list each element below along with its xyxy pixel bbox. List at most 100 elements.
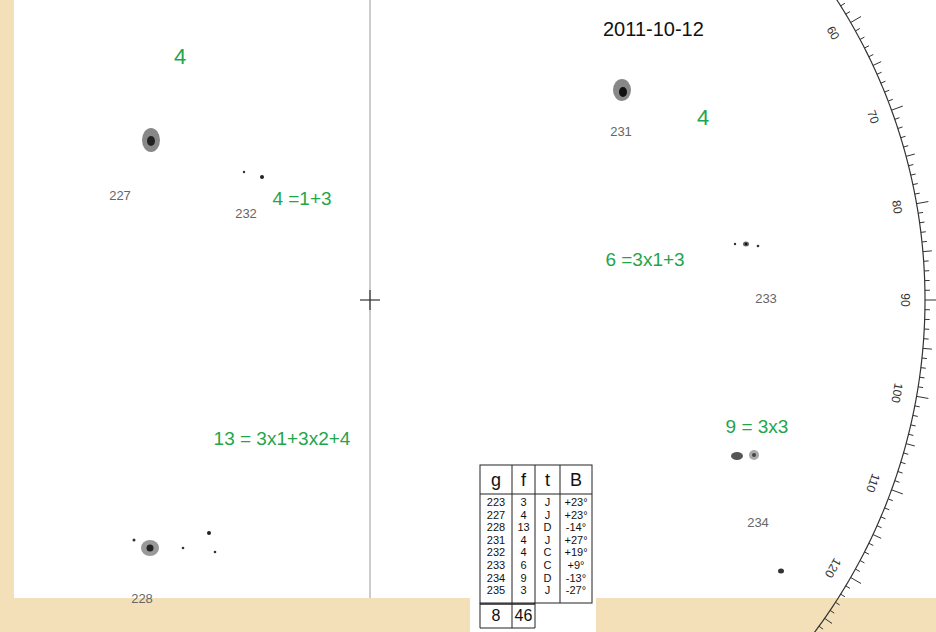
- table-cell: -13°: [566, 572, 586, 583]
- sunspot-228: [133, 531, 217, 556]
- table-cell: 4: [520, 547, 526, 558]
- scale-tick: [855, 29, 859, 31]
- table-cell: -27°: [566, 585, 586, 596]
- table-cell: +27°: [564, 534, 587, 545]
- scale-tick: [881, 517, 886, 519]
- scale-tick: [892, 106, 903, 110]
- table-cell: +19°: [564, 547, 587, 558]
- table-cell: J: [545, 509, 551, 520]
- scale-tick: [825, 618, 832, 623]
- scale-tick: [924, 338, 929, 339]
- scale-tick: [819, 626, 823, 629]
- scale-tick: [877, 72, 882, 74]
- scale-tick: [917, 202, 929, 204]
- group-number: 232: [235, 207, 257, 220]
- table-cell: 4: [520, 509, 526, 520]
- scale-tick: [835, 602, 839, 605]
- scale-tick: [860, 561, 864, 563]
- data-table-grid: [480, 465, 592, 628]
- scale-tick: [923, 348, 932, 350]
- scale-tick: [918, 386, 923, 388]
- table-cell: +9°: [568, 560, 585, 571]
- table-header: f: [521, 471, 526, 489]
- table-cell: 9: [520, 572, 526, 583]
- position-angle-scale: [792, 0, 936, 632]
- table-cell: 3: [520, 585, 526, 596]
- scale-tick: [901, 462, 906, 463]
- scale-tick: [877, 526, 882, 528]
- scale-number: 100: [889, 382, 904, 404]
- scale-tick: [904, 146, 909, 147]
- scale-tick: [855, 569, 859, 571]
- table-cell: 232: [487, 547, 505, 558]
- scale-tick: [888, 499, 893, 501]
- scale-tick: [885, 90, 890, 92]
- center-cross: [369, 290, 370, 310]
- scale-tick: [906, 444, 915, 446]
- scale-tick: [841, 3, 845, 6]
- table-cell: C: [544, 547, 552, 558]
- scale-tick: [911, 425, 916, 426]
- scale-tick: [915, 405, 920, 407]
- scale-tick: [865, 552, 869, 554]
- scale-tick: [909, 434, 914, 435]
- table-cell: 233: [487, 560, 505, 571]
- count-note: 4: [174, 46, 186, 68]
- group-number: 233: [755, 292, 777, 305]
- scale-tick: [921, 367, 926, 369]
- scale-tick: [869, 55, 873, 57]
- scale-tick: [925, 300, 936, 301]
- paper: [14, 0, 936, 598]
- scale-tick: [922, 358, 927, 360]
- scale-tick: [925, 309, 930, 310]
- table-cell: C: [544, 560, 552, 571]
- scale-tick: [851, 17, 861, 23]
- scale-tick: [898, 472, 903, 474]
- sunspot-231: [613, 79, 631, 101]
- limb-arc: [792, 0, 925, 632]
- scale-tick: [922, 241, 927, 243]
- scale-tick: [925, 290, 930, 291]
- scale-tick: [885, 508, 890, 510]
- scale-tick: [904, 453, 909, 454]
- scale-tick: [895, 481, 900, 483]
- table-cell: 227: [487, 509, 505, 520]
- scale-tick: [920, 377, 925, 379]
- scale-tick: [873, 535, 881, 539]
- scale-tick: [873, 62, 881, 66]
- table-header: g: [491, 471, 501, 489]
- meridian-line: [370, 0, 371, 598]
- table-header: t: [545, 471, 550, 489]
- scale-tick: [830, 610, 834, 613]
- scale-tick: [846, 12, 850, 15]
- table-cell: D: [544, 522, 552, 533]
- scale-tick: [911, 174, 916, 175]
- scale-tick: [898, 127, 903, 129]
- table-cell: 13: [517, 522, 529, 533]
- scale-tick: [901, 136, 906, 137]
- group-number: 234: [747, 516, 769, 529]
- scale-tick: [860, 37, 864, 39]
- scale-tick: [892, 490, 903, 494]
- table-cell: +23°: [564, 497, 587, 508]
- count-note: 9 = 3x3: [726, 417, 789, 436]
- scale-tick: [920, 222, 925, 224]
- scale-tick: [909, 165, 914, 166]
- scale-tick: [924, 329, 929, 330]
- scale-tick: [865, 46, 869, 48]
- scale-number: 80: [890, 199, 904, 214]
- scale-tick: [841, 594, 845, 597]
- count-note: 6 =3x1+3: [605, 250, 684, 269]
- scale-tick: [923, 250, 932, 252]
- table-total: 8: [492, 608, 501, 624]
- table-cell: 223: [487, 497, 505, 508]
- group-number: 227: [109, 189, 131, 202]
- scale-tick: [921, 231, 926, 233]
- table-cell: 4: [520, 534, 526, 545]
- sunspot-227: [142, 128, 160, 152]
- scale-tick: [851, 578, 861, 584]
- table-cell: 3: [520, 497, 526, 508]
- scale-tick: [915, 193, 920, 195]
